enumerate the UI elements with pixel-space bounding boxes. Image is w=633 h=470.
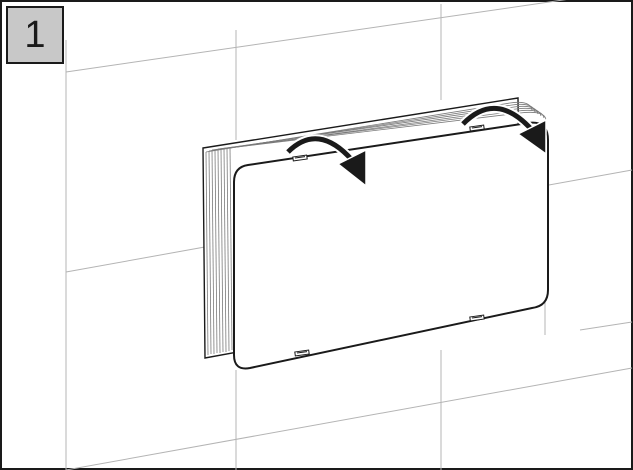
clip-slot-icon (292, 124, 485, 357)
curved-arrow-icon (458, 104, 547, 156)
curved-arrow-icon (283, 134, 367, 188)
step-number: 1 (24, 14, 46, 56)
step-badge: 1 (6, 6, 64, 64)
